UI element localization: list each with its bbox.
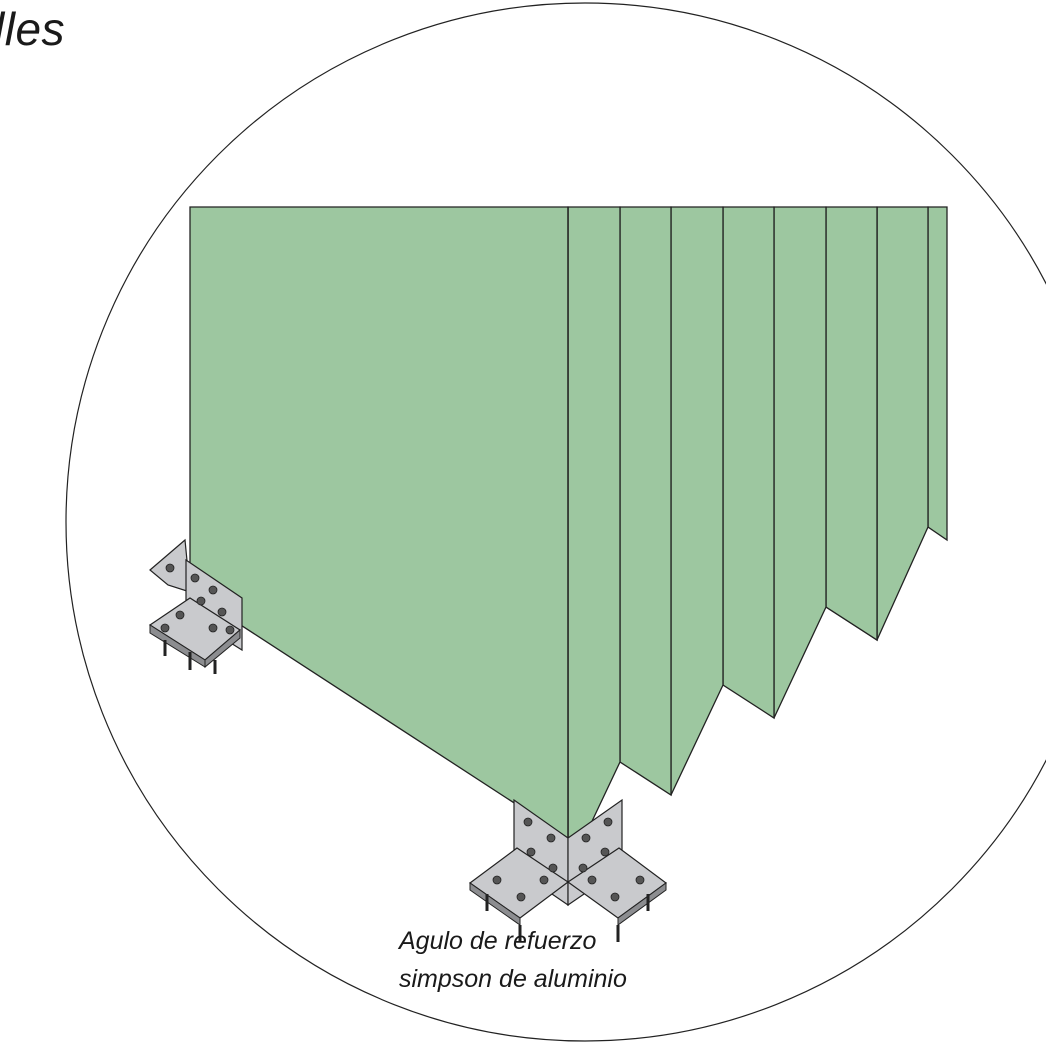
slat-5 (876, 206, 948, 641)
screw-hole-icon (160, 563, 235, 635)
callout-line-2: simpson de aluminio (399, 965, 627, 993)
corner-bracket-front (468, 798, 668, 942)
slat-4 (773, 206, 878, 719)
anchor-bolt-icon (163, 640, 217, 674)
page-title: lles (0, 3, 66, 55)
bracket-callout-label: Agulo de refuerzo simpson de aluminio (399, 922, 627, 998)
callout-line-1: Agulo de refuerzo (399, 927, 597, 955)
corner-bracket-left (148, 538, 243, 674)
anchor-bolt-icon (485, 894, 650, 942)
wall-assembly (148, 206, 948, 942)
screw-hole-icon (492, 817, 645, 902)
